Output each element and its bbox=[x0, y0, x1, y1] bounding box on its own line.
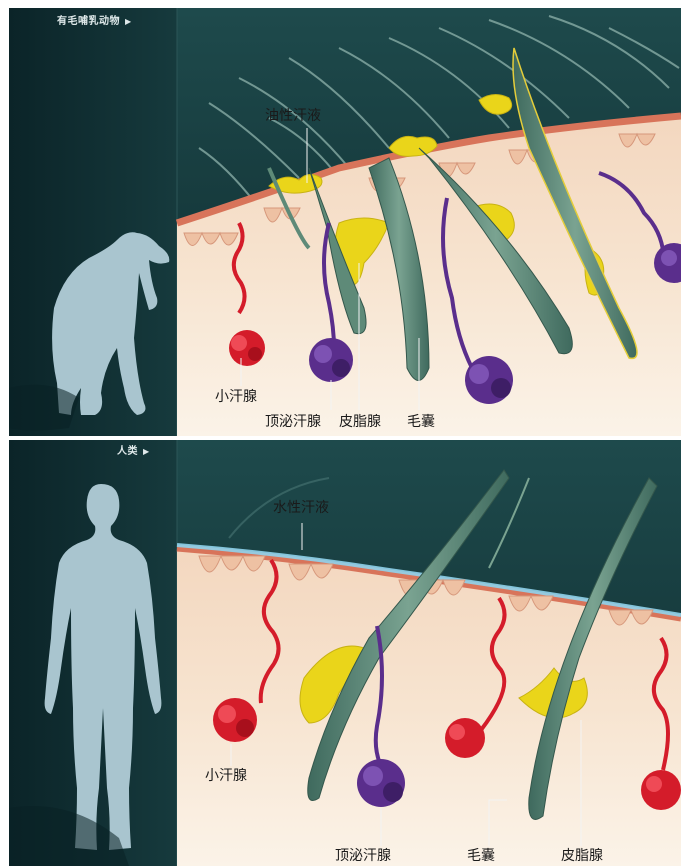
label-top-follicle: 毛囊 bbox=[407, 414, 435, 430]
top-panel-tag-text: 有毛哺乳动物 bbox=[57, 16, 120, 27]
bottom-panel-tag-text: 人类 bbox=[117, 446, 138, 457]
label-bottom-apocrine: 顶泌汗腺 bbox=[335, 848, 391, 864]
label-top-apocrine: 顶泌汗腺 bbox=[265, 414, 321, 430]
top-panel-tag: 有毛哺乳动物 ▶ bbox=[57, 16, 132, 28]
panel-divider bbox=[9, 436, 681, 440]
label-bottom-sebaceous: 皮脂腺 bbox=[561, 848, 603, 864]
triangle-right-icon: ▶ bbox=[125, 17, 132, 26]
label-bottom-eccrine: 小汗腺 bbox=[205, 768, 247, 784]
triangle-right-icon: ▶ bbox=[143, 447, 150, 456]
top-panel bbox=[9, 8, 681, 436]
label-watery-sweat: 水性汗液 bbox=[273, 500, 329, 516]
illustration-frame: 有毛哺乳动物 ▶ 人类 ▶ 油性汗液 小汗腺 顶泌汗腺 皮脂腺 毛囊 水性汗液 小汗… bbox=[9, 8, 681, 866]
label-top-sebaceous: 皮脂腺 bbox=[339, 414, 381, 430]
label-bottom-follicle: 毛囊 bbox=[467, 848, 495, 864]
label-oily-sweat: 油性汗液 bbox=[265, 108, 321, 124]
label-top-eccrine: 小汗腺 bbox=[215, 389, 257, 405]
skin-comparison-diagram bbox=[9, 8, 681, 866]
bottom-panel bbox=[9, 440, 681, 866]
bottom-panel-tag: 人类 ▶ bbox=[117, 446, 150, 458]
